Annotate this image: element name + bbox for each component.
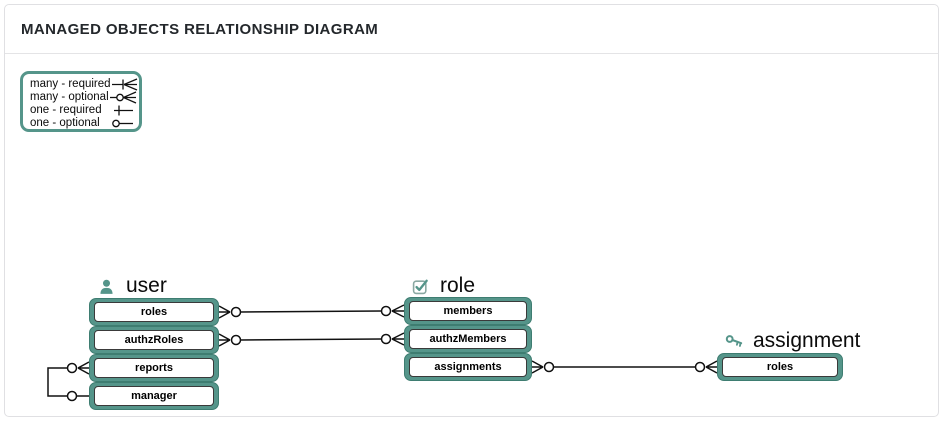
checkbox-icon [412, 279, 428, 295]
property-row: roles [89, 298, 219, 326]
entity-title-role: role [440, 274, 476, 297]
legend-row: many - required [30, 78, 137, 91]
legend-row: many - optional [30, 91, 136, 104]
property-row: authzRoles [89, 326, 219, 354]
connector-user-authzroles-to-role-authzmembers [218, 332, 405, 347]
property-role-authzmembers[interactable]: authzMembers [409, 329, 527, 349]
property-user-reports[interactable]: reports [94, 358, 214, 378]
legend-row: one - required [30, 104, 134, 117]
entity-title-assignment: assignment [753, 329, 861, 352]
legend-label: one - optional [30, 117, 100, 129]
legend: many - required many - optional one - re… [20, 71, 142, 132]
property-row: assignments [404, 353, 532, 381]
property-role-assignments[interactable]: assignments [409, 357, 527, 377]
legend-row: one - optional [30, 117, 134, 130]
one-required-icon [114, 105, 133, 116]
legend-label: many - required [30, 78, 111, 90]
property-row: roles [717, 353, 843, 381]
property-user-authzroles[interactable]: authzRoles [94, 330, 214, 350]
connector-role-assignments-to-assignment-roles [531, 360, 718, 374]
panel-header: MANAGED OBJECTS RELATIONSHIP DIAGRAM [5, 5, 938, 54]
property-row: manager [89, 382, 219, 410]
property-role-members[interactable]: members [409, 301, 527, 321]
person-icon [100, 279, 113, 294]
entity-title-user: user [126, 274, 167, 297]
connector-user-reports-to-user-manager [47, 361, 90, 402]
property-row: reports [89, 354, 219, 382]
entity-box-role: members authzMembers assignments [404, 297, 532, 381]
entity-box-user: roles authzRoles reports manager [89, 298, 219, 410]
legend-label: one - required [30, 104, 102, 116]
connector-user-roles-to-role-members [218, 304, 405, 319]
property-user-manager[interactable]: manager [94, 386, 214, 406]
property-assignment-roles[interactable]: roles [722, 357, 838, 377]
many-required-icon [111, 78, 137, 91]
key-icon [725, 335, 743, 347]
property-row: members [404, 297, 532, 325]
one-optional-icon [112, 119, 133, 128]
property-user-roles[interactable]: roles [94, 302, 214, 322]
legend-label: many - optional [30, 91, 109, 103]
many-optional-icon [109, 91, 136, 104]
entity-box-assignment: roles [717, 353, 843, 381]
property-row: authzMembers [404, 325, 532, 353]
page-title: MANAGED OBJECTS RELATIONSHIP DIAGRAM [21, 20, 379, 38]
